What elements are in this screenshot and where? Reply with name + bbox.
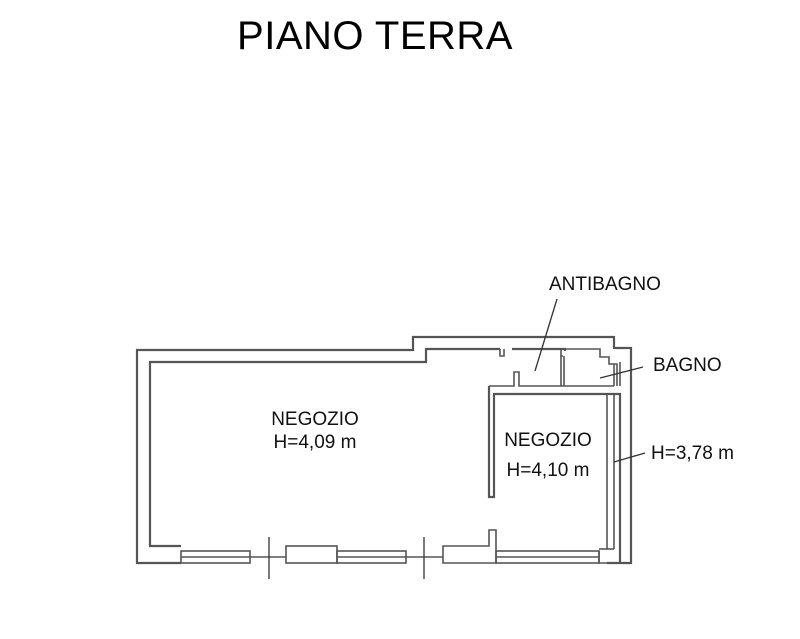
- bottom-facade: [180, 529, 631, 579]
- second-shop-walls: [487, 386, 622, 563]
- outer-wall: [135, 335, 633, 565]
- plan-title: PIANO TERRA: [237, 14, 513, 58]
- pier-1: [285, 545, 338, 564]
- room-2-height: H=4,10 m: [507, 460, 590, 481]
- room-1-height: H=4,09 m: [274, 432, 357, 453]
- bathroom-block: [489, 348, 621, 387]
- side-height-label: H=3,78 m: [651, 443, 734, 464]
- room-2-name: NEGOZIO: [504, 430, 592, 451]
- inner-wall-main: [148, 347, 567, 548]
- antibagno-leader: [534, 298, 558, 372]
- bagno-leader: [599, 366, 644, 379]
- room-1-name: NEGOZIO: [271, 409, 359, 430]
- bagno-label: BAGNO: [653, 355, 722, 376]
- side-height-leader: [613, 452, 646, 463]
- antibagno-label: ANTIBAGNO: [549, 274, 661, 295]
